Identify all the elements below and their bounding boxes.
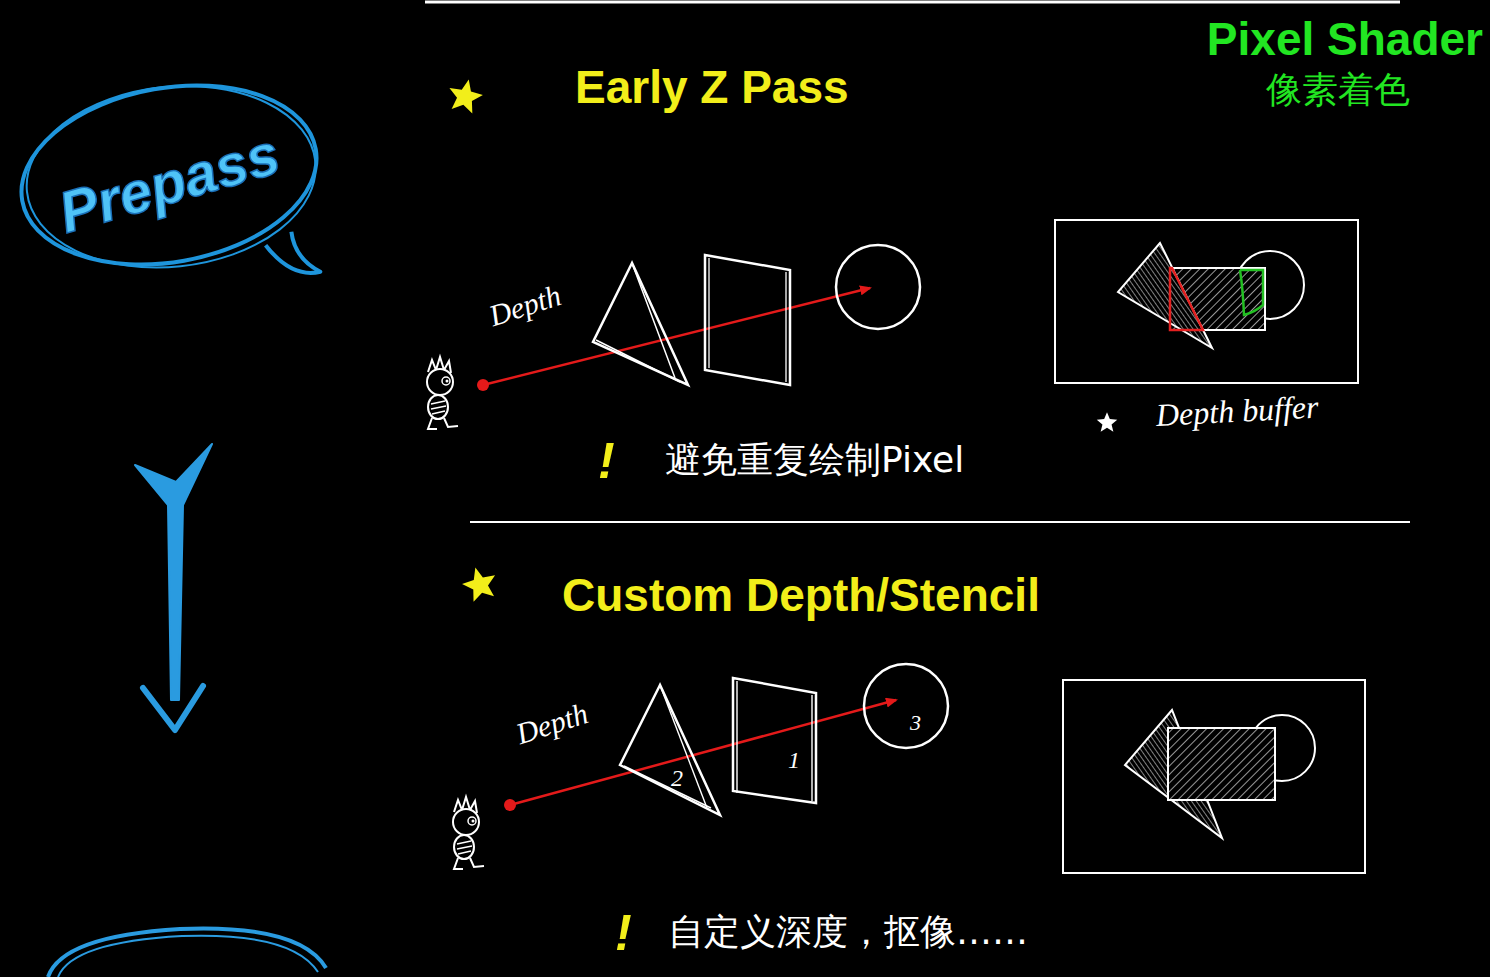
shape-sketch xyxy=(660,685,707,808)
bubble-outline xyxy=(18,72,325,281)
note-mark: ! xyxy=(615,906,632,961)
bubble-outline xyxy=(7,63,331,286)
viewer-eye xyxy=(442,377,450,385)
viewer-stripes xyxy=(457,841,472,854)
screen-frame xyxy=(1055,220,1358,383)
viewer-pupil xyxy=(472,820,475,823)
speech-bubble: Prepass xyxy=(8,72,330,294)
shape-outline xyxy=(864,664,948,748)
speech-bubble-partial xyxy=(48,928,326,977)
section-heading: Early Z Pass xyxy=(575,62,849,113)
flow-arrowhead xyxy=(143,686,203,730)
bubble-title: Prepass xyxy=(53,124,286,242)
viewer-head xyxy=(427,369,453,395)
shape-sketch xyxy=(736,681,737,793)
viewer-figure xyxy=(453,797,484,869)
viewer-head xyxy=(453,809,479,835)
square-object: 1 xyxy=(728,673,823,813)
note-text: 避免重复绘制Pixel xyxy=(665,440,964,480)
figure-label: Depth buffer xyxy=(1155,390,1319,434)
shape-sketch xyxy=(811,695,812,801)
screen-square-ground xyxy=(1168,728,1275,800)
shape-sketch xyxy=(624,766,711,808)
star-bullet xyxy=(445,76,485,115)
shape-graphic xyxy=(728,673,823,813)
star-bullet xyxy=(1097,412,1118,432)
callout-number: 3 xyxy=(910,712,921,734)
flow-arrow xyxy=(135,444,212,700)
overdraw-outline xyxy=(1170,268,1203,330)
top-rule xyxy=(425,1,1400,4)
screen-frame xyxy=(1063,680,1365,873)
axis-label: Depth xyxy=(512,696,592,750)
viewer-body xyxy=(428,395,448,419)
note-text: 自定义深度，抠像…… xyxy=(668,912,1028,952)
star-bullet xyxy=(459,563,500,603)
viewer-feet xyxy=(428,418,458,429)
square-object xyxy=(705,255,790,385)
shape-graphic xyxy=(615,680,727,822)
note-mark: ! xyxy=(598,434,615,489)
square-sketch xyxy=(709,258,786,382)
triangle-object: 2 xyxy=(615,680,727,822)
separator-line xyxy=(470,521,1410,523)
page-title: Pixel Shader xyxy=(1125,14,1483,65)
page-subtitle: 像素着色 xyxy=(1238,70,1438,110)
viewer-figure xyxy=(427,357,458,429)
shape-outline xyxy=(733,678,816,803)
circle-object: 3 xyxy=(860,660,952,752)
shape-graphic xyxy=(860,660,952,752)
viewer-pupil xyxy=(446,380,449,383)
callout-number: 2 xyxy=(671,766,683,790)
viewer-body xyxy=(454,835,474,859)
speech-bubble-partial xyxy=(58,936,318,977)
triangle-object xyxy=(593,263,688,385)
callout-number: 1 xyxy=(788,748,800,772)
triangle-sketch xyxy=(596,263,680,382)
viewer-feet xyxy=(454,858,484,869)
screen-square xyxy=(1168,728,1275,800)
section-heading: Custom Depth/Stencil xyxy=(562,570,1040,621)
bubble-tail xyxy=(266,232,321,273)
viewer-eye xyxy=(468,817,476,825)
screen-triangle xyxy=(1118,243,1212,348)
overdraw-outline xyxy=(1240,270,1263,315)
shape-outline xyxy=(620,685,720,815)
screen-triangle-ground xyxy=(1118,243,1212,348)
circle-object xyxy=(836,245,920,329)
viewer-stripes xyxy=(431,401,446,414)
axis-label: Depth xyxy=(485,278,565,332)
